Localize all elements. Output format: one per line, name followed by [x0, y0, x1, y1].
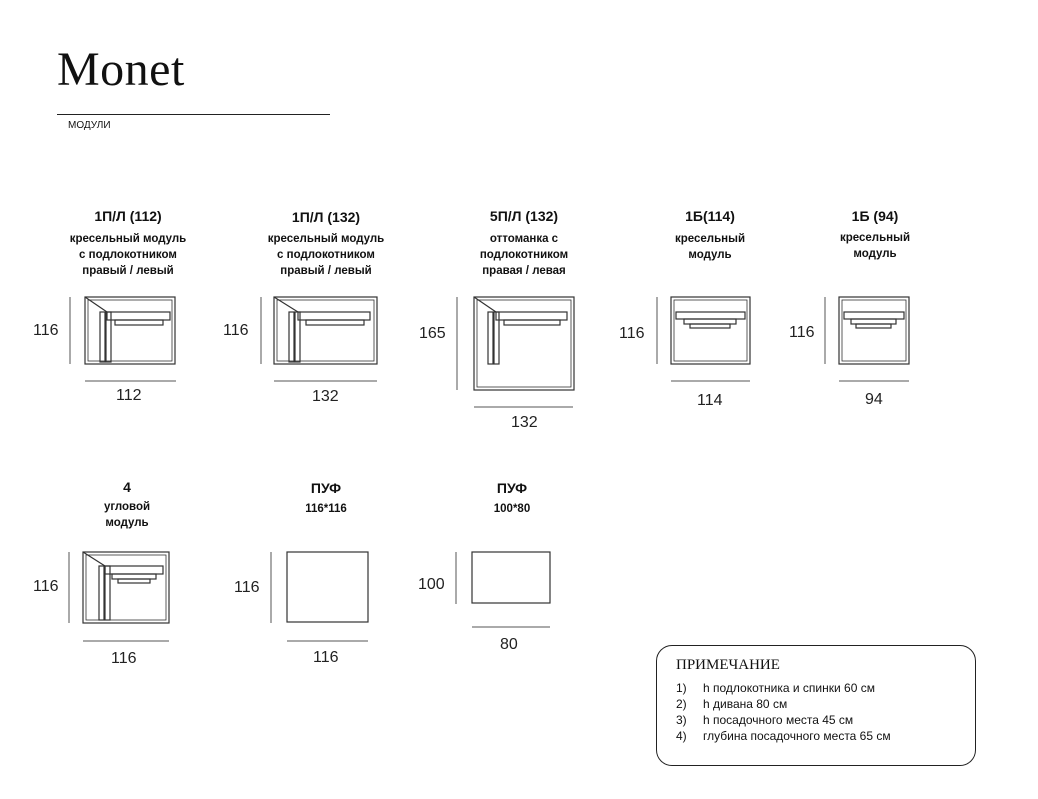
- module-description: 116*116: [305, 501, 347, 517]
- page-subtitle: МОДУЛИ: [68, 120, 111, 131]
- note-item-number: 4): [676, 729, 687, 743]
- module-description-line: кресельный модуль: [267, 233, 385, 245]
- title-divider: [57, 114, 330, 115]
- module-description: 100*80: [494, 501, 530, 517]
- module-width-label: 114: [697, 392, 723, 409]
- module-description-line: подлокотником: [479, 249, 569, 261]
- corner-module-icon: [82, 551, 170, 624]
- note-item: 4) глубина посадочного места 65 см: [676, 729, 891, 743]
- module-width-label: 94: [865, 391, 883, 408]
- module-title: 1Б(114): [685, 208, 735, 224]
- module-description-line: модуль: [105, 517, 149, 529]
- corner-armrest-module-icon: [273, 296, 378, 365]
- armchair-module-icon: [838, 296, 910, 365]
- note-box: [656, 645, 976, 766]
- note-item-number: 2): [676, 697, 687, 711]
- note-item-text: h посадочного места 45 см: [703, 713, 854, 727]
- module-width-label: 80: [500, 636, 518, 653]
- armchair-module-icon: [670, 296, 751, 365]
- note-item: 3) h посадочного места 45 см: [676, 713, 853, 727]
- corner-armrest-module-icon: [84, 296, 176, 365]
- note-item-number: 1): [676, 681, 687, 695]
- module-description: кресельный модуль: [840, 230, 910, 262]
- module-description-line: 100*80: [493, 503, 531, 515]
- module-description-line: оттоманка с: [489, 233, 559, 245]
- module-height-label: 100: [418, 576, 445, 593]
- module-description-line: правый / левый: [82, 265, 174, 277]
- note-item-text: глубина посадочного места 65 см: [703, 729, 891, 743]
- module-description: оттоманка с подлокотником правая / левая: [480, 231, 568, 279]
- pouf-icon: [471, 551, 551, 604]
- module-title: 1Б (94): [851, 208, 899, 224]
- module-title: 4: [123, 479, 131, 495]
- module-description-line: кресельный: [674, 233, 746, 245]
- note-item: 1) h подлокотника и спинки 60 см: [676, 681, 875, 695]
- module-height-label: 116: [234, 579, 260, 596]
- dimension-lines: [68, 297, 909, 642]
- module-width-label: 132: [511, 414, 538, 431]
- module-description-line: кресельный модуль: [69, 233, 187, 245]
- module-description-line: угловой: [103, 501, 151, 513]
- module-description: кресельный модуль: [675, 231, 745, 263]
- module-title: 5П/Л (132): [489, 208, 559, 224]
- note-item-text: h дивана 80 см: [703, 697, 788, 711]
- module-description-line: с подлокотником: [79, 249, 177, 261]
- module-width-label: 116: [111, 650, 137, 667]
- note-item-text: h подлокотника и спинки 60 см: [703, 681, 875, 695]
- module-description-line: 116*116: [305, 503, 347, 515]
- note-item-number: 3): [676, 713, 687, 727]
- module-height-label: 165: [419, 325, 446, 342]
- module-description-line: правая / левая: [482, 265, 566, 277]
- module-height-label: 116: [619, 325, 645, 342]
- module-width-label: 132: [312, 388, 339, 405]
- pouf-icon: [286, 551, 369, 623]
- module-description: кресельный модуль с подлокотником правый…: [70, 231, 187, 279]
- module-title: ПУФ: [310, 480, 342, 496]
- note-title: ПРИМЕЧАНИЕ: [676, 657, 780, 673]
- module-width-label: 112: [116, 387, 142, 404]
- module-description-line: модуль: [688, 249, 732, 261]
- module-description: кресельный модуль с подлокотником правый…: [268, 231, 385, 279]
- module-height-label: 116: [223, 322, 249, 339]
- module-description-line: правый / левый: [280, 265, 372, 277]
- note-item: 2) h дивана 80 см: [676, 697, 787, 711]
- brand-title: Monet: [57, 43, 185, 96]
- module-description-line: с подлокотником: [277, 249, 375, 261]
- module-width-label: 116: [313, 649, 339, 666]
- module-title: 1П/Л (132): [291, 209, 361, 225]
- ottoman-module-icon: [473, 296, 575, 391]
- module-description-line: кресельный: [839, 232, 911, 244]
- module-title: 1П/Л (112): [94, 208, 162, 224]
- module-height-label: 116: [33, 578, 59, 595]
- module-description: угловой модуль: [104, 499, 150, 531]
- module-title: ПУФ: [496, 480, 528, 496]
- module-description-line: модуль: [853, 248, 897, 260]
- module-height-label: 116: [33, 322, 59, 339]
- module-height-label: 116: [789, 324, 815, 341]
